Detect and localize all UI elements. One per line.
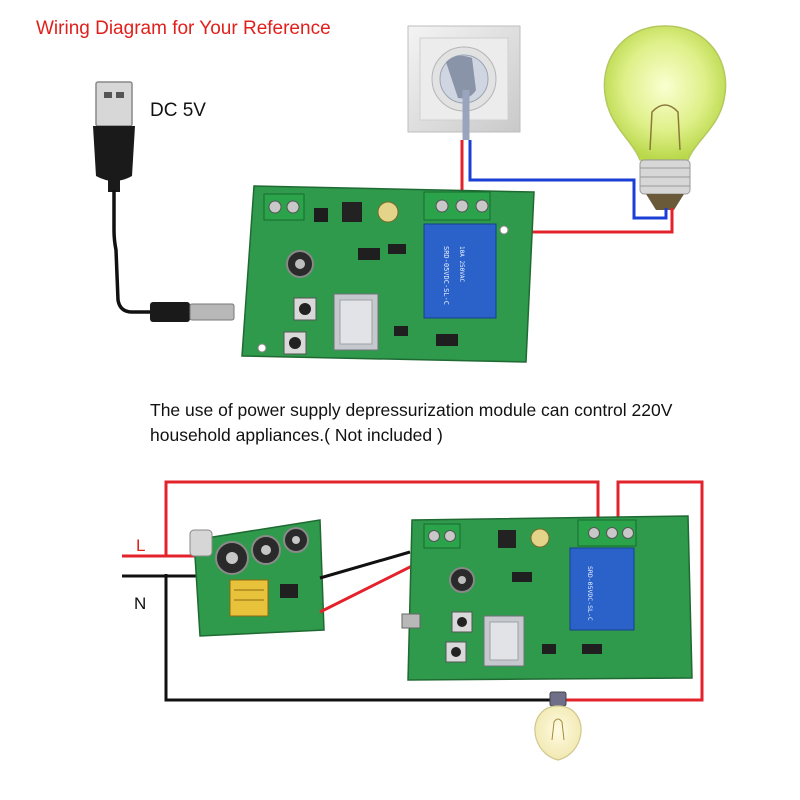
bottom-red-wire-outer [164, 480, 600, 556]
relay-board-icon: SRD-05VDC-SL-C 10A 250VAC [241, 185, 535, 363]
usb-cable [112, 190, 152, 314]
svg-text:SRD-05VDC-SL-C: SRD-05VDC-SL-C [586, 566, 594, 621]
diagram-title: Wiring Diagram for Your Reference [36, 18, 331, 39]
caption: The use of power supply depressurization… [150, 398, 790, 448]
caption-line-2: household appliances.( Not included ) [150, 425, 443, 445]
pm-black-output-wire [319, 550, 411, 580]
top-blue-wire [468, 140, 668, 220]
usb-plug-icon [93, 81, 135, 192]
neutral-wire-label: N [134, 594, 147, 613]
micro-usb-connector-icon [150, 302, 235, 322]
wall-socket-icon [407, 25, 521, 133]
svg-text:SRD-05VDC-SL-C: SRD-05VDC-SL-C [442, 246, 450, 305]
relay-board-bottom-icon: SRD-05VDC-SL-C [401, 515, 693, 681]
power-module-icon [189, 519, 325, 637]
small-bulb-icon [534, 691, 582, 761]
light-bulb-icon [603, 25, 727, 210]
bottom-black-wire-loop [164, 574, 550, 702]
dc-5v-label: DC 5V [150, 100, 206, 121]
caption-line-1: The use of power supply depressurization… [150, 400, 673, 420]
bottom-red-wire-right [566, 480, 704, 702]
live-wire-label: L [136, 536, 146, 555]
svg-text:10A 250VAC: 10A 250VAC [458, 246, 465, 283]
